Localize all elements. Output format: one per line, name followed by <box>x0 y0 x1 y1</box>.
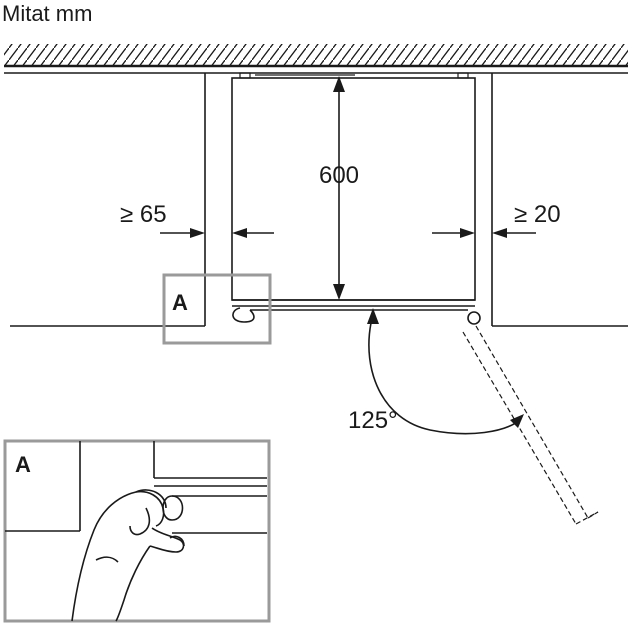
left-cabinet <box>10 73 206 327</box>
height-dimension <box>333 76 345 300</box>
right-gap-value: ≥ 20 <box>514 201 561 228</box>
detail-label: A <box>15 452 31 477</box>
units-label: Mitat mm <box>2 1 92 26</box>
left-gap-dimension <box>160 228 274 238</box>
right-gap-dimension <box>432 228 536 238</box>
hand-icon <box>71 489 185 622</box>
left-gap-value: ≥ 65 <box>120 201 167 228</box>
door-open-outline <box>462 325 599 525</box>
ceiling <box>4 44 628 74</box>
opening-angle-value: 125° <box>348 407 398 434</box>
right-cabinet <box>491 73 628 327</box>
callout-frame <box>162 273 272 345</box>
callout-marker: A <box>172 290 188 315</box>
appliance-door <box>232 299 481 325</box>
opening-angle-arc <box>367 308 524 435</box>
height-value: 600 <box>319 162 359 189</box>
detail-view <box>3 439 271 623</box>
